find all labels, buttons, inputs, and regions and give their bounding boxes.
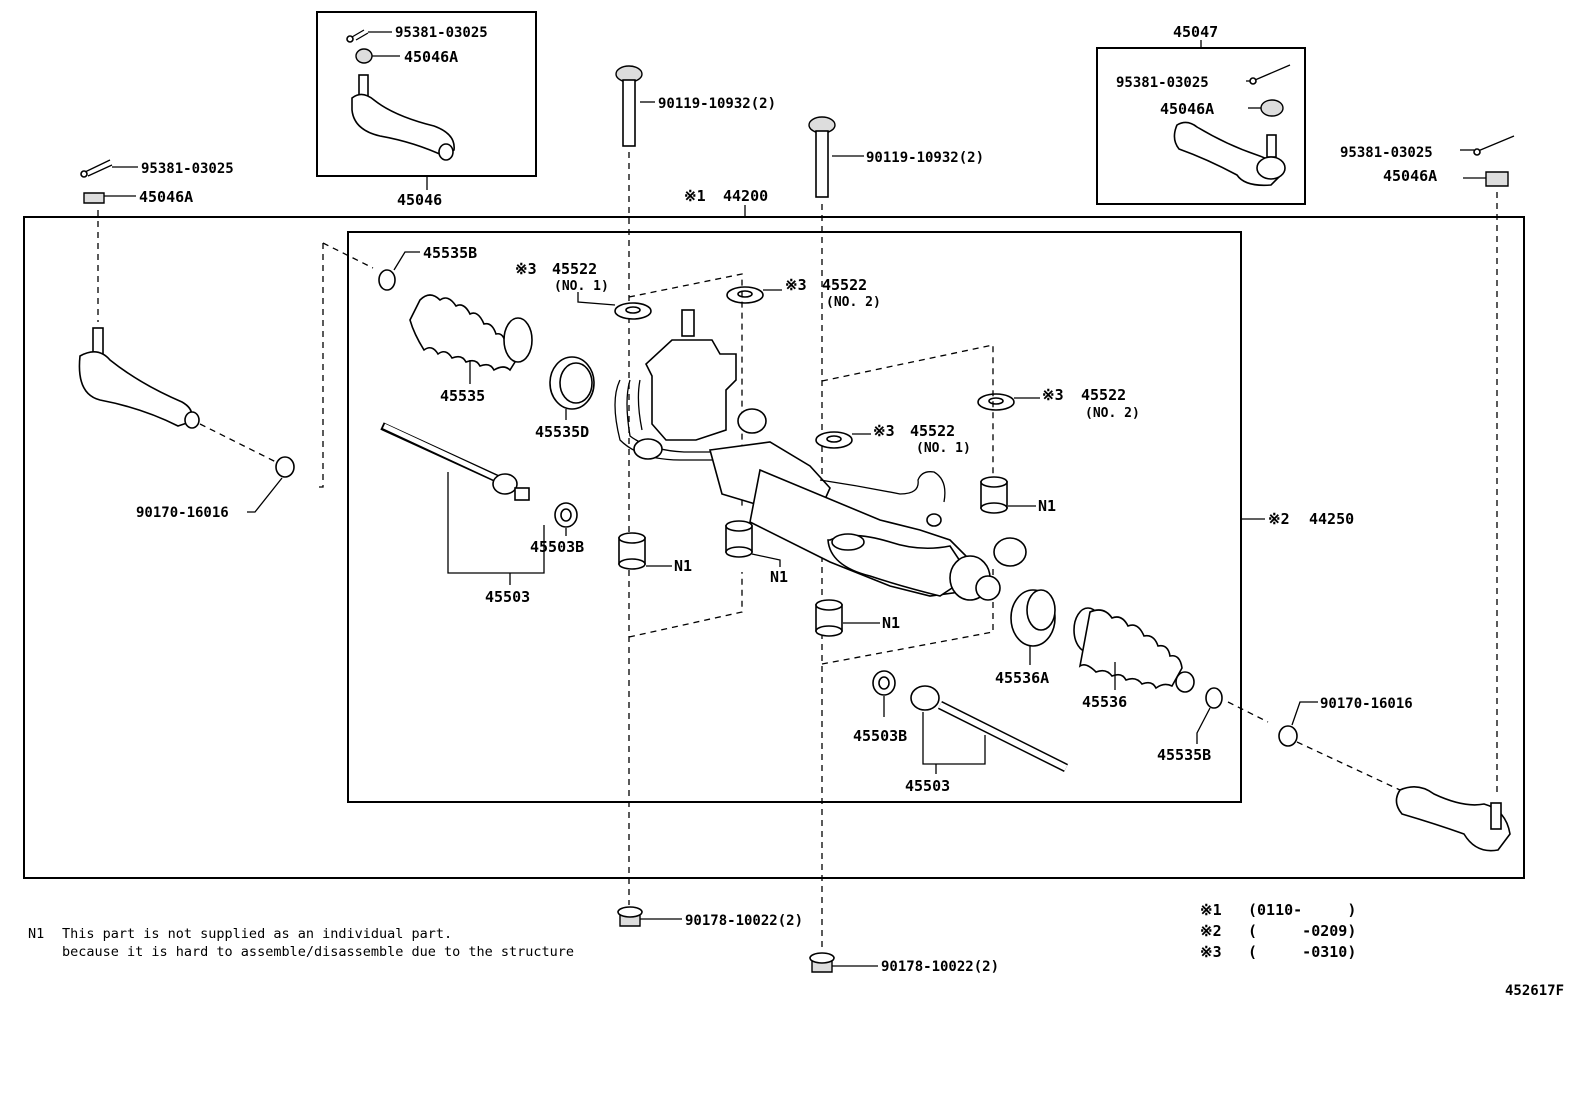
label-right-nut2: 90170-16016 xyxy=(1320,696,1413,712)
label-boot-right: 45536 xyxy=(1082,693,1127,711)
outer-assembly-frame xyxy=(23,216,1525,879)
spacer-d xyxy=(977,393,1040,411)
boot-left xyxy=(409,294,533,384)
label-spacer-a: 45522 xyxy=(552,260,597,278)
bushing-n1-b xyxy=(725,520,781,567)
washer-right xyxy=(872,670,896,717)
spacer-c xyxy=(815,431,871,449)
tie-rod-end-left xyxy=(78,159,295,513)
label-n1-c: N1 xyxy=(882,614,900,632)
bolt-1 xyxy=(615,65,655,905)
steering-gear-housing xyxy=(614,309,1027,601)
label-rod-end-right: 45503 xyxy=(905,777,950,795)
legend-range-2: ( -0209) xyxy=(1248,922,1356,940)
label-spacer-d-sub: (NO. 2) xyxy=(1085,406,1140,421)
tie-rod-end-right xyxy=(1278,135,1515,852)
mount-dash-a xyxy=(628,273,743,510)
label-spacer-c-mark: ※3 xyxy=(873,422,895,440)
spacer-b xyxy=(726,286,782,304)
inner-assembly-frame xyxy=(347,231,1242,803)
nut-bottom-1 xyxy=(617,906,682,927)
label-bolt2: 90119-10932(2) xyxy=(866,150,984,166)
label-spacer-b-mark: ※3 xyxy=(785,276,807,294)
legend-mark-3: ※3 xyxy=(1200,943,1222,961)
label-main-assy: 44200 xyxy=(723,187,768,205)
band-right xyxy=(1010,589,1056,665)
clamp-right xyxy=(1196,687,1223,744)
label-bolt1: 90119-10932(2) xyxy=(658,96,776,112)
note-mark: N1 xyxy=(28,926,44,942)
label-spacer-b: 45522 xyxy=(822,276,867,294)
label-rod-end-left: 45503 xyxy=(485,588,530,606)
tie-rod-end-left-boxed xyxy=(346,29,455,190)
label-left-cotter: 95381-03025 xyxy=(141,161,234,177)
legend-range-1: (0110- ) xyxy=(1248,901,1356,919)
legend-range-3: ( -0310) xyxy=(1248,943,1356,961)
label-top-right-nut: 45046A xyxy=(1160,100,1214,118)
bolt-2 xyxy=(808,116,864,952)
label-clamp-left: 45535B xyxy=(423,244,477,262)
label-spacer-c-sub: (NO. 1) xyxy=(916,441,971,456)
label-left-nut: 45046A xyxy=(139,188,193,206)
label-top-left-nut: 45046A xyxy=(404,48,458,66)
bushing-n1-c xyxy=(815,599,880,637)
label-boot-left: 45535 xyxy=(440,387,485,405)
label-spacer-a-mark: ※3 xyxy=(515,260,537,278)
bushing-n1-d xyxy=(980,476,1036,514)
label-band-right: 45536A xyxy=(995,669,1049,687)
label-n1-a: N1 xyxy=(674,557,692,575)
label-top-left-cotter: 95381-03025 xyxy=(395,25,488,41)
label-top-right-cotter: 95381-03025 xyxy=(1116,75,1209,91)
label-outer-assy: 44250 xyxy=(1309,510,1354,528)
band-left xyxy=(549,356,595,420)
label-clamp-right: 45535B xyxy=(1157,746,1211,764)
label-top-right-assy: 45047 xyxy=(1173,23,1218,41)
figure-id: 452617F xyxy=(1505,983,1564,999)
label-spacer-a-sub: (NO. 1) xyxy=(554,279,609,294)
label-spacer-d-mark: ※3 xyxy=(1042,386,1064,404)
label-outer-assy-mark: ※2 xyxy=(1268,510,1290,528)
label-n1-b: N1 xyxy=(770,568,788,586)
label-nut-bottom2: 90178-10022(2) xyxy=(881,959,999,975)
label-top-left-assy: 45046 xyxy=(397,191,442,209)
legend-mark-1: ※1 xyxy=(1200,901,1222,919)
rack-end-right xyxy=(910,685,1069,774)
left-bracket-dashes xyxy=(318,243,324,488)
label-n1-d: N1 xyxy=(1038,497,1056,515)
label-right-cotter: 95381-03025 xyxy=(1340,145,1433,161)
nut-bottom-2 xyxy=(809,952,878,973)
label-spacer-d: 45522 xyxy=(1081,386,1126,404)
label-nut-bottom1: 90178-10022(2) xyxy=(685,913,803,929)
label-washer-right: 45503B xyxy=(853,727,907,745)
spacer-a xyxy=(577,292,652,320)
legend: ※1 (0110- ) ※2 ( -0209) ※3 ( -0310) xyxy=(1200,901,1356,961)
legend-mark-2: ※2 xyxy=(1200,922,1222,940)
label-washer-left: 45503B xyxy=(530,538,584,556)
note-line2: because it is hard to assemble/disassemb… xyxy=(62,944,574,960)
rack-end-left xyxy=(380,422,545,585)
note-line1: This part is not supplied as an individu… xyxy=(62,926,452,942)
label-spacer-c: 45522 xyxy=(910,422,955,440)
tie-rod-end-right-boxed xyxy=(1173,64,1291,187)
label-spacer-b-sub: (NO. 2) xyxy=(826,295,881,310)
label-left-nut2: 90170-16016 xyxy=(136,505,229,521)
bushing-n1-a xyxy=(618,532,672,570)
boot-right xyxy=(1073,607,1195,693)
label-band-left: 45535D xyxy=(535,423,589,441)
clamp-left xyxy=(378,251,420,291)
label-right-nut: 45046A xyxy=(1383,167,1437,185)
label-main-assy-mark: ※1 xyxy=(684,187,706,205)
washer-left xyxy=(554,502,578,536)
